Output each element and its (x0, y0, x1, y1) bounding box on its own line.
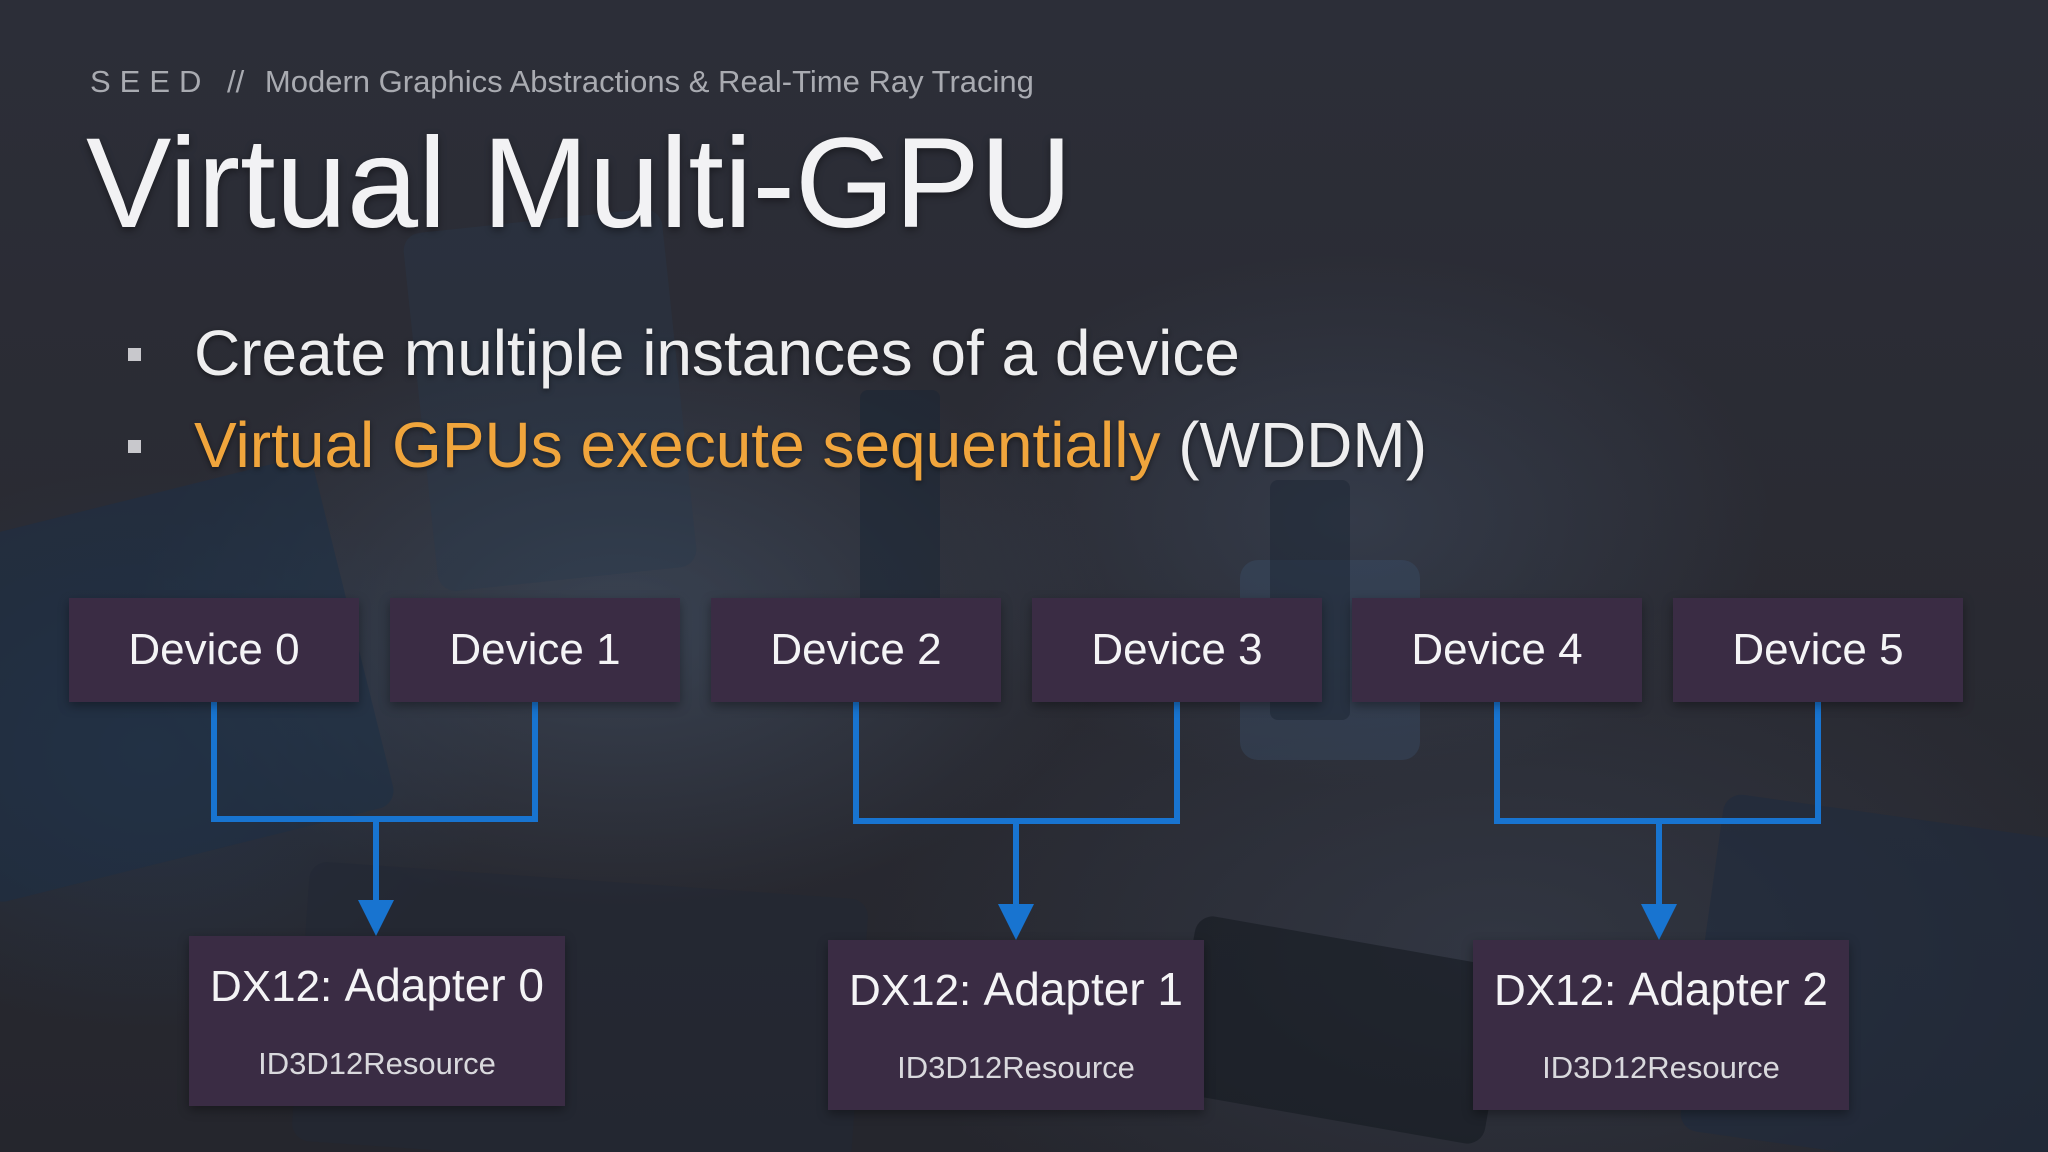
bullet-text: Create multiple instances of a device (194, 317, 1240, 389)
adapter-label: Adapter 0 (344, 959, 544, 1011)
device-box: Device 5 (1673, 598, 1963, 702)
device-box: Device 1 (390, 598, 680, 702)
adapter-name: DX12: Adapter 1 (828, 962, 1204, 1016)
brand-label: SEED (90, 64, 211, 99)
bullet-accent-text: Virtual GPUs execute sequentially (194, 409, 1161, 481)
device-box: Device 0 (69, 598, 359, 702)
adapter-box: DX12: Adapter 1 ID3D12Resource (828, 940, 1204, 1110)
adapter-name: DX12: Adapter 0 (189, 958, 565, 1012)
bullet-square-icon (128, 348, 141, 361)
talk-title: Modern Graphics Abstractions & Real-Time… (264, 64, 1034, 99)
slide-header: SEED // Modern Graphics Abstractions & R… (90, 64, 1034, 100)
adapter-resource: ID3D12Resource (897, 1050, 1135, 1085)
adapter-box: DX12: Adapter 0 ID3D12Resource (189, 936, 565, 1106)
adapter-prefix: DX12: (209, 962, 333, 1011)
device-box: Device 3 (1032, 598, 1322, 702)
adapter-resource: ID3D12Resource (258, 1046, 496, 1081)
slide-title: Virtual Multi-GPU (86, 112, 1073, 255)
adapter-resource: ID3D12Resource (1542, 1050, 1780, 1085)
adapter-prefix: DX12: (1493, 966, 1617, 1015)
bullet-text: Virtual GPUs execute sequentially (WDDM) (194, 408, 1427, 482)
adapter-prefix: DX12: (848, 966, 972, 1015)
adapter-label: Adapter 2 (1628, 963, 1828, 1015)
connector-group-0 (211, 702, 538, 822)
header-separator: // (227, 64, 245, 99)
bullet-suffix-text: (WDDM) (1178, 409, 1427, 481)
device-box: Device 2 (711, 598, 1001, 702)
connector-group-1 (853, 702, 1180, 824)
device-box: Device 4 (1352, 598, 1642, 702)
adapter-name: DX12: Adapter 2 (1473, 962, 1849, 1016)
adapter-box: DX12: Adapter 2 ID3D12Resource (1473, 940, 1849, 1110)
connector-group-2 (1494, 702, 1821, 824)
bullet-square-icon (128, 440, 141, 453)
adapter-label: Adapter 1 (983, 963, 1183, 1015)
